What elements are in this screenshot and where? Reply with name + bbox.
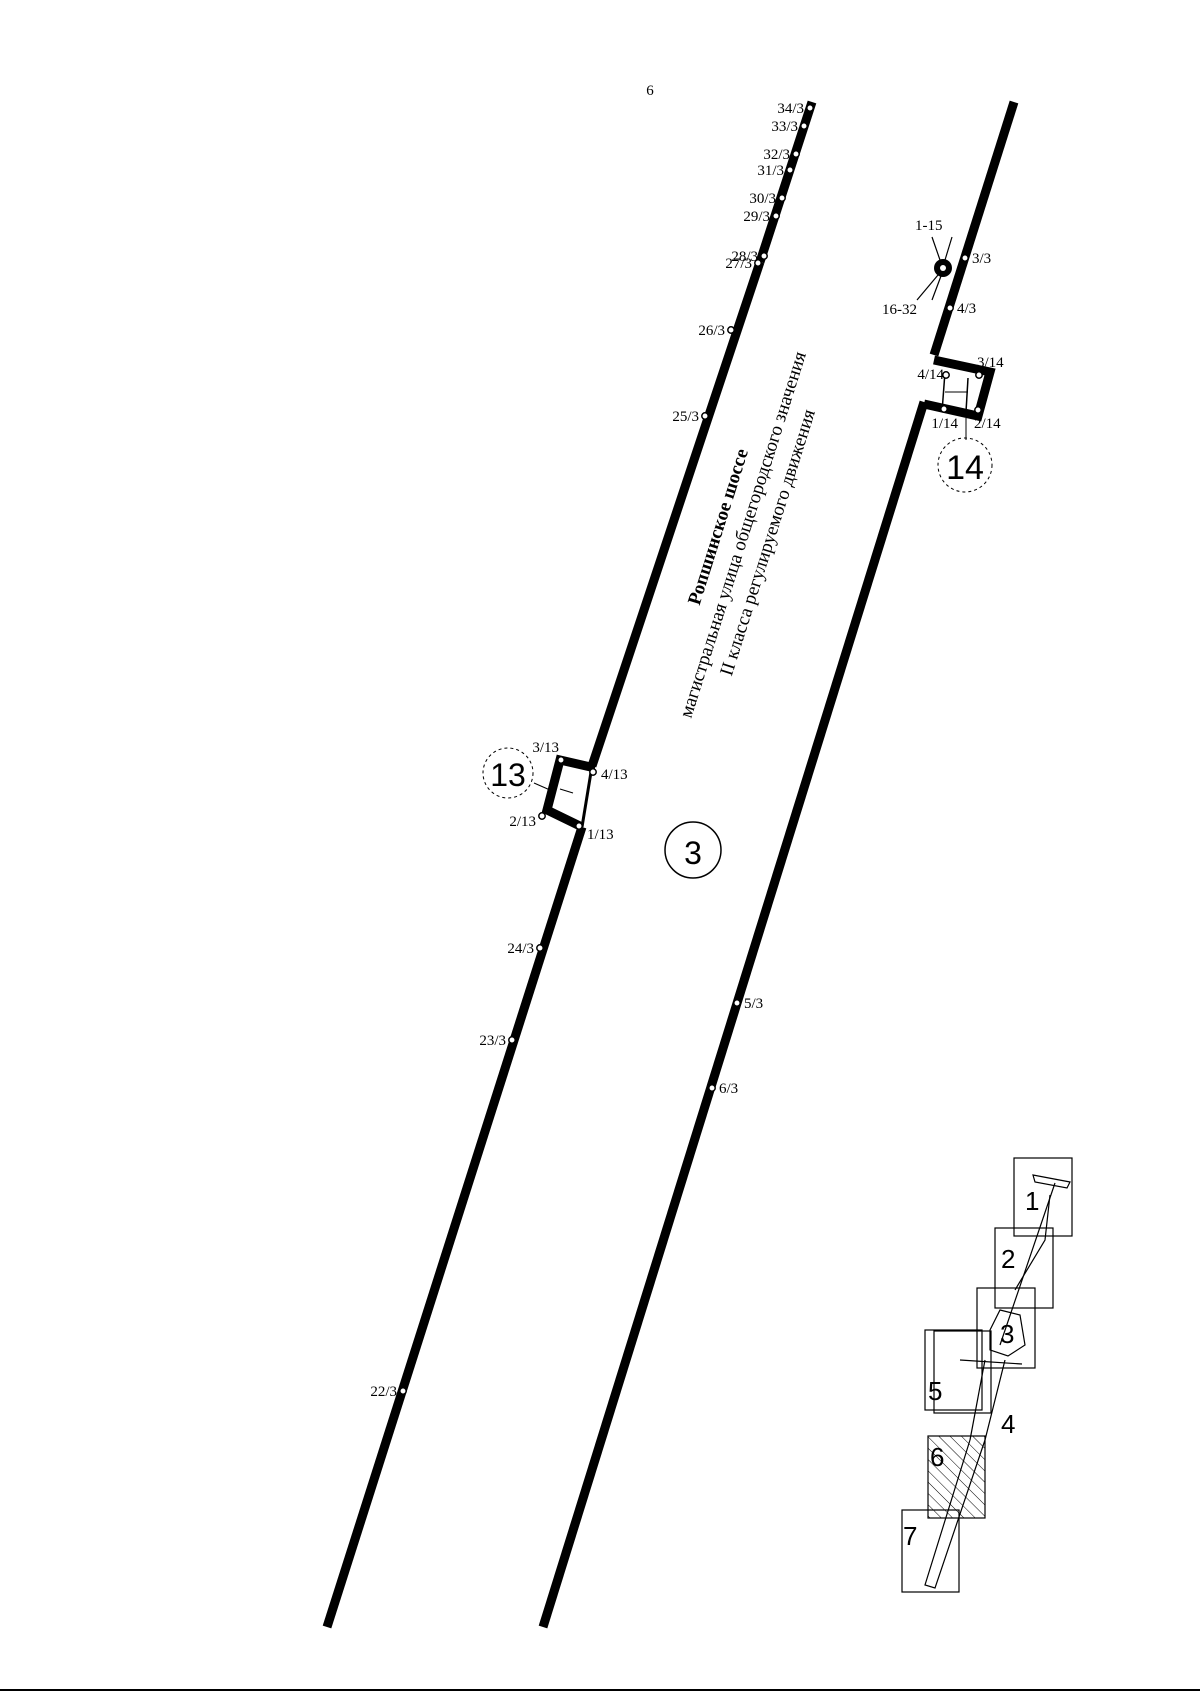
survey-point-marker (508, 1036, 516, 1044)
survey-point-marker (946, 304, 954, 312)
survey-point-marker (575, 822, 583, 830)
key-sheet-6: 6 (930, 1442, 944, 1472)
survey-point-marker (399, 1387, 407, 1395)
survey-point-marker (557, 756, 565, 764)
key-sheet-3: 3 (1000, 1319, 1014, 1349)
survey-point-label: 22/3 (370, 1384, 397, 1400)
east-road (538, 100, 1019, 1629)
street-class-line1: магистральная улица общегородского значе… (676, 349, 811, 720)
survey-point-label: 6/3 (719, 1081, 738, 1097)
survey-point-label: 29/3 (743, 209, 770, 225)
survey-point-label: 25/3 (672, 409, 699, 425)
survey-point-label: 26/3 (698, 323, 725, 339)
survey-point-marker (589, 768, 597, 776)
survey-point-label: 3/13 (532, 740, 559, 756)
survey-point-marker (974, 406, 982, 414)
survey-point-marker (733, 999, 741, 1007)
key-map: 1 2 3 4 5 6 7 (901, 1157, 1073, 1593)
survey-points: 34/333/332/331/330/329/328/327/326/325/3… (370, 101, 1004, 1400)
survey-point-marker (760, 252, 768, 260)
survey-point-label: 3/3 (972, 251, 991, 267)
key-sheet-1: 1 (1025, 1186, 1039, 1216)
group-marker (916, 236, 953, 301)
survey-point-marker (701, 412, 709, 420)
sheet-marker: 3 (664, 821, 722, 879)
survey-point-label: 2/13 (509, 814, 536, 830)
survey-point-marker (786, 166, 794, 174)
survey-point-marker (778, 194, 786, 202)
survey-point-marker (961, 254, 969, 262)
street-name-block: Ропшинское шоссе магистральная улица общ… (676, 349, 820, 720)
survey-point-label: 5/3 (744, 996, 763, 1012)
sheet-label: 3 (684, 835, 702, 871)
survey-point-marker (940, 405, 948, 413)
survey-point-marker (942, 371, 950, 379)
block-14-junction (923, 355, 996, 422)
group-label-16-32: 16-32 (882, 302, 917, 318)
survey-point-label: 2/14 (974, 416, 1001, 432)
survey-point-label: 4/14 (917, 367, 944, 383)
block-13-label: 13 (490, 757, 526, 793)
survey-point-marker (806, 104, 814, 112)
survey-point-marker (708, 1084, 716, 1092)
survey-point-label: 30/3 (749, 191, 776, 207)
survey-point-marker (975, 371, 983, 379)
key-sheet-2: 2 (1001, 1244, 1015, 1274)
survey-point-label: 34/3 (777, 101, 804, 117)
survey-point-label: 27/3 (725, 256, 752, 272)
block-13-junction (541, 754, 597, 832)
survey-point-marker (754, 259, 762, 267)
survey-point-label: 31/3 (757, 163, 784, 179)
survey-point-marker (727, 326, 735, 334)
block-13-marker: 13 (482, 747, 551, 799)
west-road (322, 100, 817, 1629)
page-number: 6 (646, 83, 654, 99)
survey-point-label: 32/3 (763, 147, 790, 163)
survey-point-marker (792, 150, 800, 158)
survey-point-label: 3/14 (977, 355, 1004, 371)
survey-point-label: 28/3 (731, 249, 758, 265)
survey-point-marker (772, 212, 780, 220)
survey-point-label: 4/3 (957, 301, 976, 317)
key-sheet-5: 5 (928, 1376, 942, 1406)
block-14-label: 14 (946, 449, 984, 487)
group-label-1-15: 1-15 (915, 218, 943, 234)
survey-point-label: 24/3 (507, 941, 534, 957)
survey-point-label: 23/3 (479, 1033, 506, 1049)
survey-point-label: 1/13 (587, 827, 614, 843)
survey-point-label: 33/3 (771, 119, 798, 135)
key-sheet-7: 7 (903, 1521, 917, 1551)
survey-point-label: 1/14 (931, 416, 958, 432)
survey-point-marker (536, 944, 544, 952)
block-14-marker: 14 (937, 418, 993, 493)
survey-point-label: 4/13 (601, 767, 628, 783)
survey-point-marker (538, 812, 546, 820)
survey-point-marker (800, 122, 808, 130)
key-sheet-4: 4 (1001, 1409, 1015, 1439)
